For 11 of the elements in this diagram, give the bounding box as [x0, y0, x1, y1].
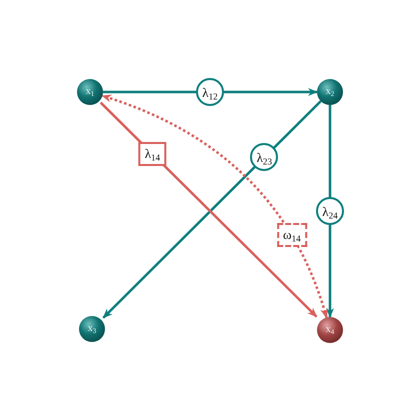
edge-label: λ$_{23}$	[250, 143, 278, 172]
edge-label: λ$_{14}$	[138, 142, 166, 166]
sphere-node: x$_{2}$	[317, 79, 343, 105]
arrow	[103, 88, 318, 96]
arrow	[326, 105, 334, 318]
sphere-node: x$_{4}$	[317, 317, 343, 343]
edge-label: λ$_{12}$	[196, 78, 224, 106]
sphere-node: x$_{3}$	[79, 316, 105, 342]
edge-label: λ$_{24}$	[316, 197, 344, 225]
sphere-node: x$_{1}$	[77, 79, 103, 105]
edge-label: ω$_{14}$	[277, 223, 307, 248]
